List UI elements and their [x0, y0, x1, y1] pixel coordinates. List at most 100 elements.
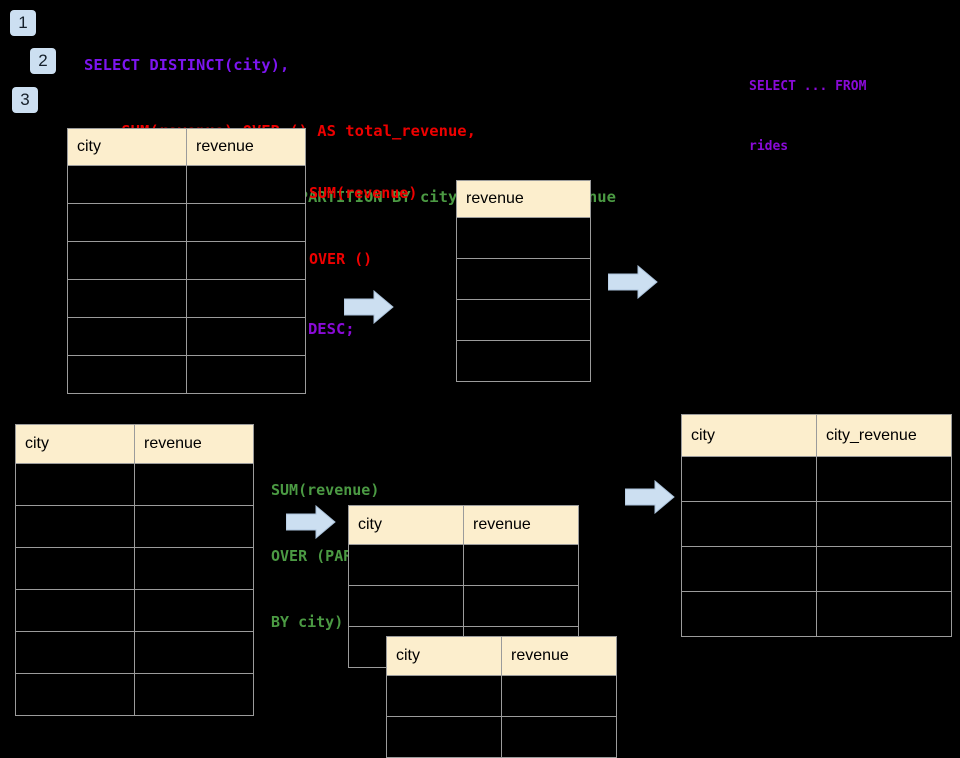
table-row[interactable]: [67, 241, 306, 280]
table-row[interactable]: [386, 675, 617, 717]
table-cell: [501, 716, 617, 758]
table-cell: [456, 217, 591, 259]
table-header-row: city revenue: [15, 424, 254, 464]
table-row[interactable]: [348, 544, 579, 586]
table-row[interactable]: [67, 203, 306, 242]
arrow-partition-to-result-icon: [625, 480, 675, 514]
sql-side-fragment: SELECT ... FROM rides: [749, 37, 866, 197]
annotation-line: OVER (): [309, 250, 373, 268]
table-header-row: city city_revenue: [681, 414, 952, 457]
column-header-revenue: revenue: [456, 180, 591, 218]
table-row[interactable]: [15, 547, 254, 590]
table-cell: [134, 631, 254, 674]
table-cell: [186, 165, 306, 204]
table-total-revenue: revenue: [456, 180, 591, 382]
table-rides-source: city revenue: [67, 128, 306, 394]
table-cell: [816, 456, 952, 502]
table-rides-source-2: city revenue: [15, 424, 254, 716]
table-cell: [15, 589, 135, 632]
table-cell: [67, 317, 187, 356]
table-cell: [67, 241, 187, 280]
table-partition-b: city revenue: [386, 636, 617, 758]
table-cell: [386, 675, 502, 717]
table-row[interactable]: [67, 355, 306, 394]
table-city-revenue-result: city city_revenue: [681, 414, 952, 637]
column-header-city: city: [67, 128, 187, 166]
table-row[interactable]: [456, 299, 591, 341]
annotation-line: SUM(revenue): [271, 481, 380, 499]
table-header-row: city revenue: [348, 505, 579, 545]
table-header-row: city revenue: [67, 128, 306, 166]
column-header-city: city: [348, 505, 464, 545]
arrow-total-to-result-icon: [608, 265, 658, 299]
table-row[interactable]: [15, 463, 254, 506]
table-row[interactable]: [681, 456, 952, 502]
table-row[interactable]: [456, 340, 591, 382]
table-row[interactable]: [456, 258, 591, 300]
table-cell: [186, 241, 306, 280]
table-cell: [816, 591, 952, 637]
annotation-line: SUM(revenue): [309, 184, 418, 202]
column-header-revenue: revenue: [134, 424, 254, 464]
table-cell: [681, 591, 817, 637]
column-header-city: city: [386, 636, 502, 676]
table-row[interactable]: [15, 631, 254, 674]
table-cell: [463, 544, 579, 586]
table-row[interactable]: [681, 546, 952, 592]
table-row[interactable]: [348, 585, 579, 627]
column-header-revenue: revenue: [463, 505, 579, 545]
table-cell: [186, 203, 306, 242]
annotation-sum-over-empty: SUM(revenue) OVER (): [309, 138, 417, 314]
sql-side-line-1: SELECT ... FROM: [749, 79, 867, 94]
step-badge-1[interactable]: 1: [10, 10, 36, 36]
step-badge-3[interactable]: 3: [12, 87, 38, 113]
table-cell: [456, 258, 591, 300]
column-header-city: city: [15, 424, 135, 464]
table-row[interactable]: [15, 589, 254, 632]
table-cell: [134, 547, 254, 590]
annotation-line: BY city): [271, 613, 344, 631]
table-cell: [348, 544, 464, 586]
table-header-row: revenue: [456, 180, 591, 218]
table-row[interactable]: [456, 217, 591, 259]
table-row[interactable]: [15, 673, 254, 716]
table-cell: [348, 585, 464, 627]
table-cell: [816, 546, 952, 592]
table-row[interactable]: [681, 591, 952, 637]
column-header-revenue: revenue: [501, 636, 617, 676]
table-cell: [816, 501, 952, 547]
column-header-city-revenue: city_revenue: [816, 414, 952, 457]
column-header-city: city: [681, 414, 817, 457]
table-cell: [15, 505, 135, 548]
table-row[interactable]: [15, 505, 254, 548]
table-header-row: city revenue: [386, 636, 617, 676]
table-cell: [15, 673, 135, 716]
table-cell: [134, 463, 254, 506]
sql-line-select: SELECT DISTINCT(city),: [84, 56, 290, 74]
table-cell: [67, 165, 187, 204]
table-cell: [67, 279, 187, 318]
table-cell: [67, 203, 187, 242]
table-row[interactable]: [67, 165, 306, 204]
table-row[interactable]: [67, 279, 306, 318]
arrow-source-to-total-icon: [344, 290, 394, 324]
table-cell: [15, 547, 135, 590]
table-cell: [15, 631, 135, 674]
table-cell: [186, 317, 306, 356]
table-row[interactable]: [386, 716, 617, 758]
table-row[interactable]: [681, 501, 952, 547]
arrow-source2-to-partition-icon: [286, 505, 336, 539]
table-cell: [501, 675, 617, 717]
table-cell: [456, 299, 591, 341]
table-cell: [386, 716, 502, 758]
table-cell: [681, 546, 817, 592]
table-cell: [15, 463, 135, 506]
table-cell: [456, 340, 591, 382]
step-badge-2[interactable]: 2: [30, 48, 56, 74]
table-cell: [681, 456, 817, 502]
table-row[interactable]: [67, 317, 306, 356]
table-cell: [186, 279, 306, 318]
table-cell: [134, 673, 254, 716]
table-cell: [67, 355, 187, 394]
table-cell: [463, 585, 579, 627]
